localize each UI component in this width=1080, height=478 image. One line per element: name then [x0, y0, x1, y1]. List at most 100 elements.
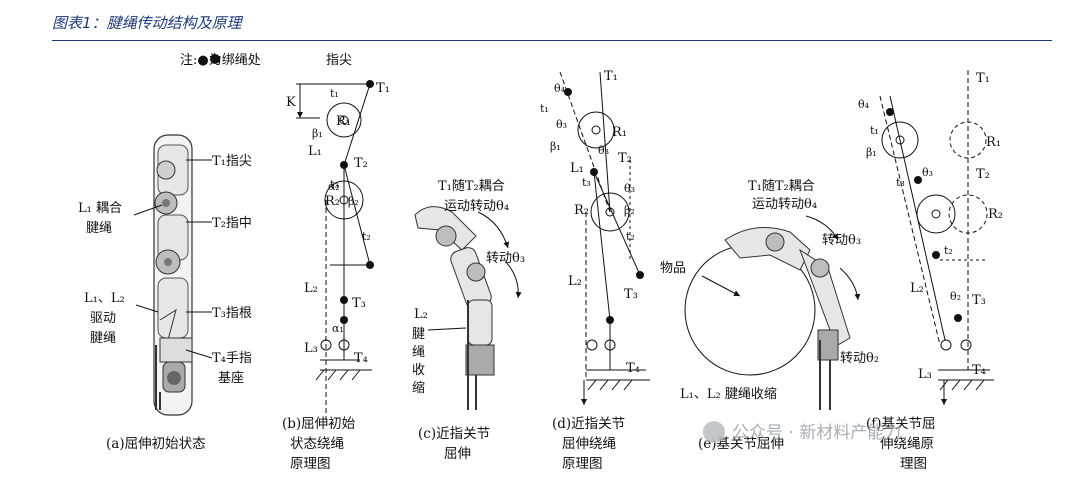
d-theta3c: θ₃	[624, 182, 635, 195]
e-couple-label: T₁随T₂耦合	[748, 179, 815, 194]
f-theta4: θ₄	[858, 98, 870, 111]
e-rot3-label: 转动θ₃	[822, 233, 861, 248]
c-tendon-char: 缩	[412, 380, 425, 396]
c-rot3-label: 转动θ₃	[486, 251, 525, 266]
b-T2: T₂	[354, 156, 368, 171]
f-theta3: θ₃	[922, 166, 933, 179]
note-label: 注:●为绑绳处	[180, 53, 261, 68]
d-T2: T₂	[618, 151, 632, 166]
caption-d-1: (d)近指关节	[552, 416, 625, 432]
b-T3: T₃	[352, 296, 366, 311]
f-beta1: β₁	[866, 146, 877, 159]
wechat-icon	[703, 421, 725, 443]
caption-c-2: 屈伸	[444, 446, 471, 462]
caption-b-3: 原理图	[290, 456, 331, 472]
b-t2: t₂	[362, 230, 371, 243]
b-alpha1: α₁	[332, 322, 344, 335]
caption-a: (a)屈伸初始状态	[106, 435, 206, 452]
b-t1: t₁	[330, 87, 339, 100]
f-t2: t₂	[944, 244, 953, 257]
f-t3: t₃	[896, 176, 905, 189]
caption-f-3: 理图	[900, 456, 927, 472]
f-T3: T₃	[972, 293, 986, 308]
watermark: 公众号 · 新材料产能力	[703, 421, 901, 443]
f-theta2: θ₂	[950, 290, 961, 303]
a-L12-label: L₁、L₂	[84, 291, 125, 306]
a-T4-label: T₄手指	[212, 351, 252, 366]
caption-d-3: 原理图	[562, 456, 603, 472]
e-object-label: 物品	[660, 261, 686, 276]
f-R1: R₁	[986, 135, 1001, 150]
e-couple-label-2: 运动转动θ₄	[752, 197, 817, 212]
c-tendon-char: 绳	[412, 345, 425, 360]
d-T4: T₄	[626, 361, 640, 376]
b-beta1: β₁	[312, 127, 323, 140]
b-R2: R₂	[325, 194, 340, 209]
a-T2-label: T₂指中	[212, 216, 252, 231]
f-L3: L₃	[918, 367, 932, 382]
a-drive-label: 驱动	[90, 311, 116, 326]
f-t1: t₁	[870, 124, 879, 137]
b-beta2: β₂	[348, 195, 359, 208]
d-T3: T₃	[624, 287, 638, 302]
a-tendon-label: 腱绳	[86, 221, 112, 236]
f-L2: L₂	[910, 281, 924, 296]
c-tendon-char: 腱	[412, 327, 425, 342]
d-beta2: β₂	[624, 204, 635, 217]
b-L1: L₁	[308, 144, 322, 159]
d-beta1: β₁	[550, 140, 561, 153]
f-T1: T₁	[976, 71, 990, 86]
d-theta4: θ₄	[554, 82, 566, 95]
b-R1: R₁	[336, 114, 351, 129]
caption-d-2: 屈伸绕绳	[562, 436, 616, 452]
panel-d-schematic	[559, 71, 650, 405]
figure-title: 图表1：腱绳传动结构及原理	[52, 14, 242, 32]
d-L1: L₁	[570, 161, 584, 176]
c-L2-label: L₂	[414, 307, 428, 322]
a-base-label: 基座	[218, 371, 244, 386]
a-L1-label: L₁ 耦合	[78, 201, 122, 216]
b-t3: t₃	[330, 178, 339, 191]
a-T1-label: T₁指尖	[212, 154, 252, 169]
panel-a-finger	[153, 134, 193, 416]
c-tendon-char: 收	[412, 363, 425, 378]
d-R1: R₁	[612, 125, 627, 140]
e-rot2-label: 转动θ₂	[840, 351, 879, 366]
e-shrink-label: L₁、L₂ 腱绳收缩	[680, 386, 777, 402]
panel-c-finger	[414, 206, 495, 410]
d-t1: t₁	[540, 102, 549, 115]
f-T2: T₂	[976, 167, 990, 182]
d-L2: L₂	[568, 274, 582, 289]
d-t2: t₂	[626, 230, 635, 243]
a-tendon2-label: 腱绳	[90, 331, 116, 346]
c-couple-label-2: 运动转动θ₄	[444, 199, 509, 214]
caption-c-1: (c)近指关节	[418, 426, 490, 442]
tie-point-icon	[210, 54, 220, 64]
d-T1: T₁	[604, 69, 618, 84]
c-couple-label: T₁随T₂耦合	[438, 179, 505, 194]
caption-f-2: 伸绕绳原	[880, 436, 934, 452]
caption-b-1: (b)屈伸初始	[282, 415, 356, 432]
a-T3-label: T₃指根	[212, 306, 252, 321]
fingertip-label: 指尖	[326, 53, 352, 68]
panel-f-schematic	[879, 70, 994, 405]
panel-b-schematic	[296, 83, 372, 420]
caption-f-1: (f)基关节屈	[866, 415, 936, 432]
b-T4: T₄	[354, 351, 368, 366]
d-R2: R₂	[574, 203, 589, 218]
d-theta3b: θ₃	[598, 144, 609, 157]
d-theta3a: θ₃	[556, 118, 567, 131]
title-divider	[52, 40, 1052, 41]
b-L3: L₃	[304, 341, 318, 356]
b-K: K	[286, 95, 296, 110]
b-T1: T₁	[376, 81, 390, 96]
panel-e-grasp	[684, 227, 851, 410]
d-t3: t₃	[582, 176, 591, 189]
f-T4: T₄	[972, 363, 986, 378]
f-R2: R₂	[988, 207, 1003, 222]
b-L2: L₂	[304, 281, 318, 296]
b-alpha2: α₂	[328, 180, 340, 193]
caption-b-2: 状态绕绳	[290, 436, 344, 452]
watermark-text: 公众号 · 新材料产能力	[732, 423, 901, 443]
